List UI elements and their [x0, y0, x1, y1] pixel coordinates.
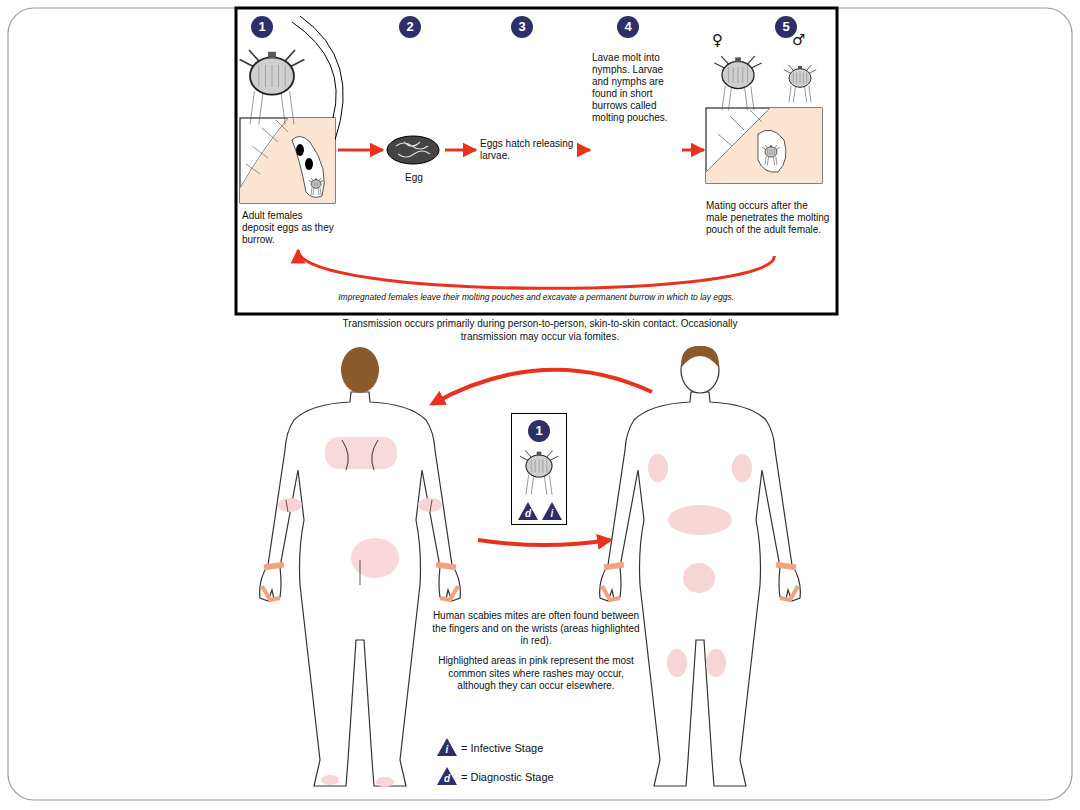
legend-text: = Diagnostic Stage — [461, 770, 554, 784]
note-text: Human scabies mites are often found betw… — [430, 610, 642, 648]
mite-drawings — [240, 50, 817, 495]
mite — [714, 56, 761, 110]
lifecycle-stage: ♀5♂Mating occurs after the male penetrat… — [704, 14, 832, 256]
transmission-arrow — [478, 540, 610, 545]
lifecycle-stage: 3Eggs hatch releasing larvae. — [476, 14, 580, 170]
human-back-view — [260, 347, 461, 787]
mite — [309, 178, 324, 195]
stage-symbol-letter: i — [437, 738, 457, 755]
lifecycle-arrow — [298, 250, 774, 288]
stage-text: Adult females deposit eggs as they burro… — [242, 210, 336, 246]
mite — [520, 451, 558, 495]
stage-symbol: i — [437, 738, 457, 756]
mite — [762, 145, 780, 165]
lifecycle-arrow — [682, 149, 704, 152]
sex-symbol: ♀ — [712, 32, 723, 48]
legend-text: = Infective Stage — [461, 741, 543, 755]
sex-symbol: ♂ — [792, 32, 805, 48]
lifecycle-arrow — [580, 149, 590, 152]
edge-label: Impregnated females leave their molting … — [336, 292, 736, 302]
mite — [784, 65, 816, 102]
molting-pouch-inset — [706, 108, 822, 183]
lifecycle-frame — [236, 8, 837, 314]
stage-triangle-letter: i — [542, 502, 562, 519]
burrow-inset — [240, 118, 335, 203]
stage-box: 1 di — [511, 413, 567, 525]
callout-number: 4 — [617, 16, 639, 38]
stage-text: Mating occurs after the male penetrates … — [706, 200, 830, 236]
human-front-view — [600, 346, 801, 786]
callout-number: 3 — [511, 16, 533, 38]
stage-symbol: d — [437, 767, 457, 785]
stage-triangle-letter: d — [518, 502, 538, 519]
stage-triangle: d — [518, 502, 538, 520]
stage-symbol-letter: d — [437, 767, 457, 784]
note-text: Highlighted areas in pink represent the … — [430, 655, 642, 693]
mite — [240, 50, 305, 124]
lifecycle-stage: 2Egg — [383, 14, 445, 190]
leader-curve — [292, 22, 336, 118]
egg-drawing — [387, 136, 439, 164]
callout-number: 1 — [528, 420, 550, 442]
transmission-arrow — [432, 370, 652, 404]
stage-text: Eggs hatch releasing larvae. — [480, 138, 576, 162]
stage-text: Lavae molt into nymphs. Larvae and nymph… — [592, 52, 680, 124]
note-text: Transmission occurs primarily during per… — [320, 318, 760, 343]
callout-number: 2 — [399, 16, 421, 38]
lifecycle-arrow — [445, 149, 476, 152]
lifecycle-arrow — [338, 149, 383, 152]
lifecycle-stage: 1Adult females deposit eggs as they burr… — [238, 14, 338, 250]
slide-border — [8, 8, 1072, 800]
stage-text: Egg — [383, 172, 445, 184]
callout-number: 1 — [251, 16, 273, 38]
stage-triangle: i — [542, 502, 562, 520]
lifecycle-stage: 4Lavae molt into nymphs. Larvae and nymp… — [590, 14, 682, 164]
